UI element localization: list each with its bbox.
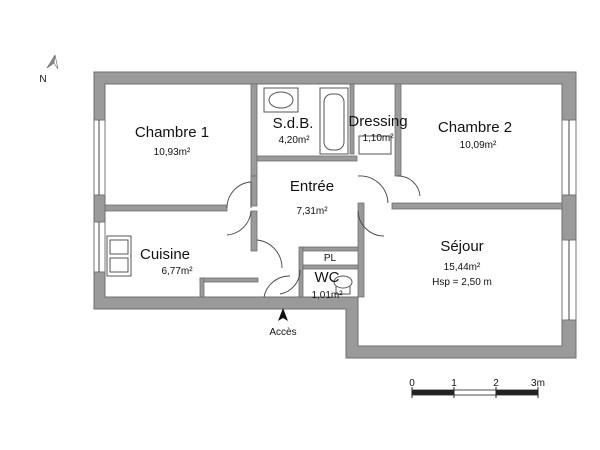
room-name-entree: Entrée xyxy=(290,178,334,195)
room-name-cuisine: Cuisine xyxy=(140,246,190,263)
room-area-entree: 7,31m² xyxy=(296,206,328,217)
compass-label: N xyxy=(39,74,46,85)
north-arrow-icon xyxy=(46,54,59,70)
room-name-sdb: S.d.B. xyxy=(273,115,314,132)
room-area-sdb: 4,20m² xyxy=(278,135,310,146)
entrance-arrow-icon xyxy=(278,308,288,321)
doors xyxy=(226,175,421,298)
room-name-chambre-1: Chambre 1 xyxy=(135,124,209,141)
room-area-sejour: 15,44m² xyxy=(444,262,481,273)
scale-bar xyxy=(411,387,539,398)
room-area-chambre-2: 10,09m² xyxy=(460,140,497,151)
room-height-sejour: Hsp = 2,50 m xyxy=(432,277,492,288)
scale-tick-2: 2 xyxy=(493,378,499,389)
room-area-wc: 1,01m² xyxy=(311,290,343,301)
room-area-chambre-1: 10,93m² xyxy=(154,147,191,158)
room-name-sejour: Séjour xyxy=(440,238,483,255)
toilet xyxy=(333,275,353,295)
entrance-label: Accès xyxy=(269,327,296,338)
room-name-dressing: Dressing xyxy=(348,113,407,130)
windows xyxy=(93,119,577,321)
room-name-wc: WC xyxy=(315,269,340,286)
scale-tick-0: 0 xyxy=(409,378,415,389)
kitchen-sink xyxy=(106,235,132,277)
bathroom-fixtures xyxy=(263,87,392,155)
room-area-cuisine: 6,77m² xyxy=(161,266,193,277)
room-name-chambre-2: Chambre 2 xyxy=(438,119,512,136)
scale-tick-1: 1 xyxy=(451,378,457,389)
room-area-dressing: 1,10m² xyxy=(362,133,394,144)
scale-tick-3: 3m xyxy=(531,378,545,389)
closet-label: PL xyxy=(324,253,337,264)
dressing-bench xyxy=(358,135,392,155)
